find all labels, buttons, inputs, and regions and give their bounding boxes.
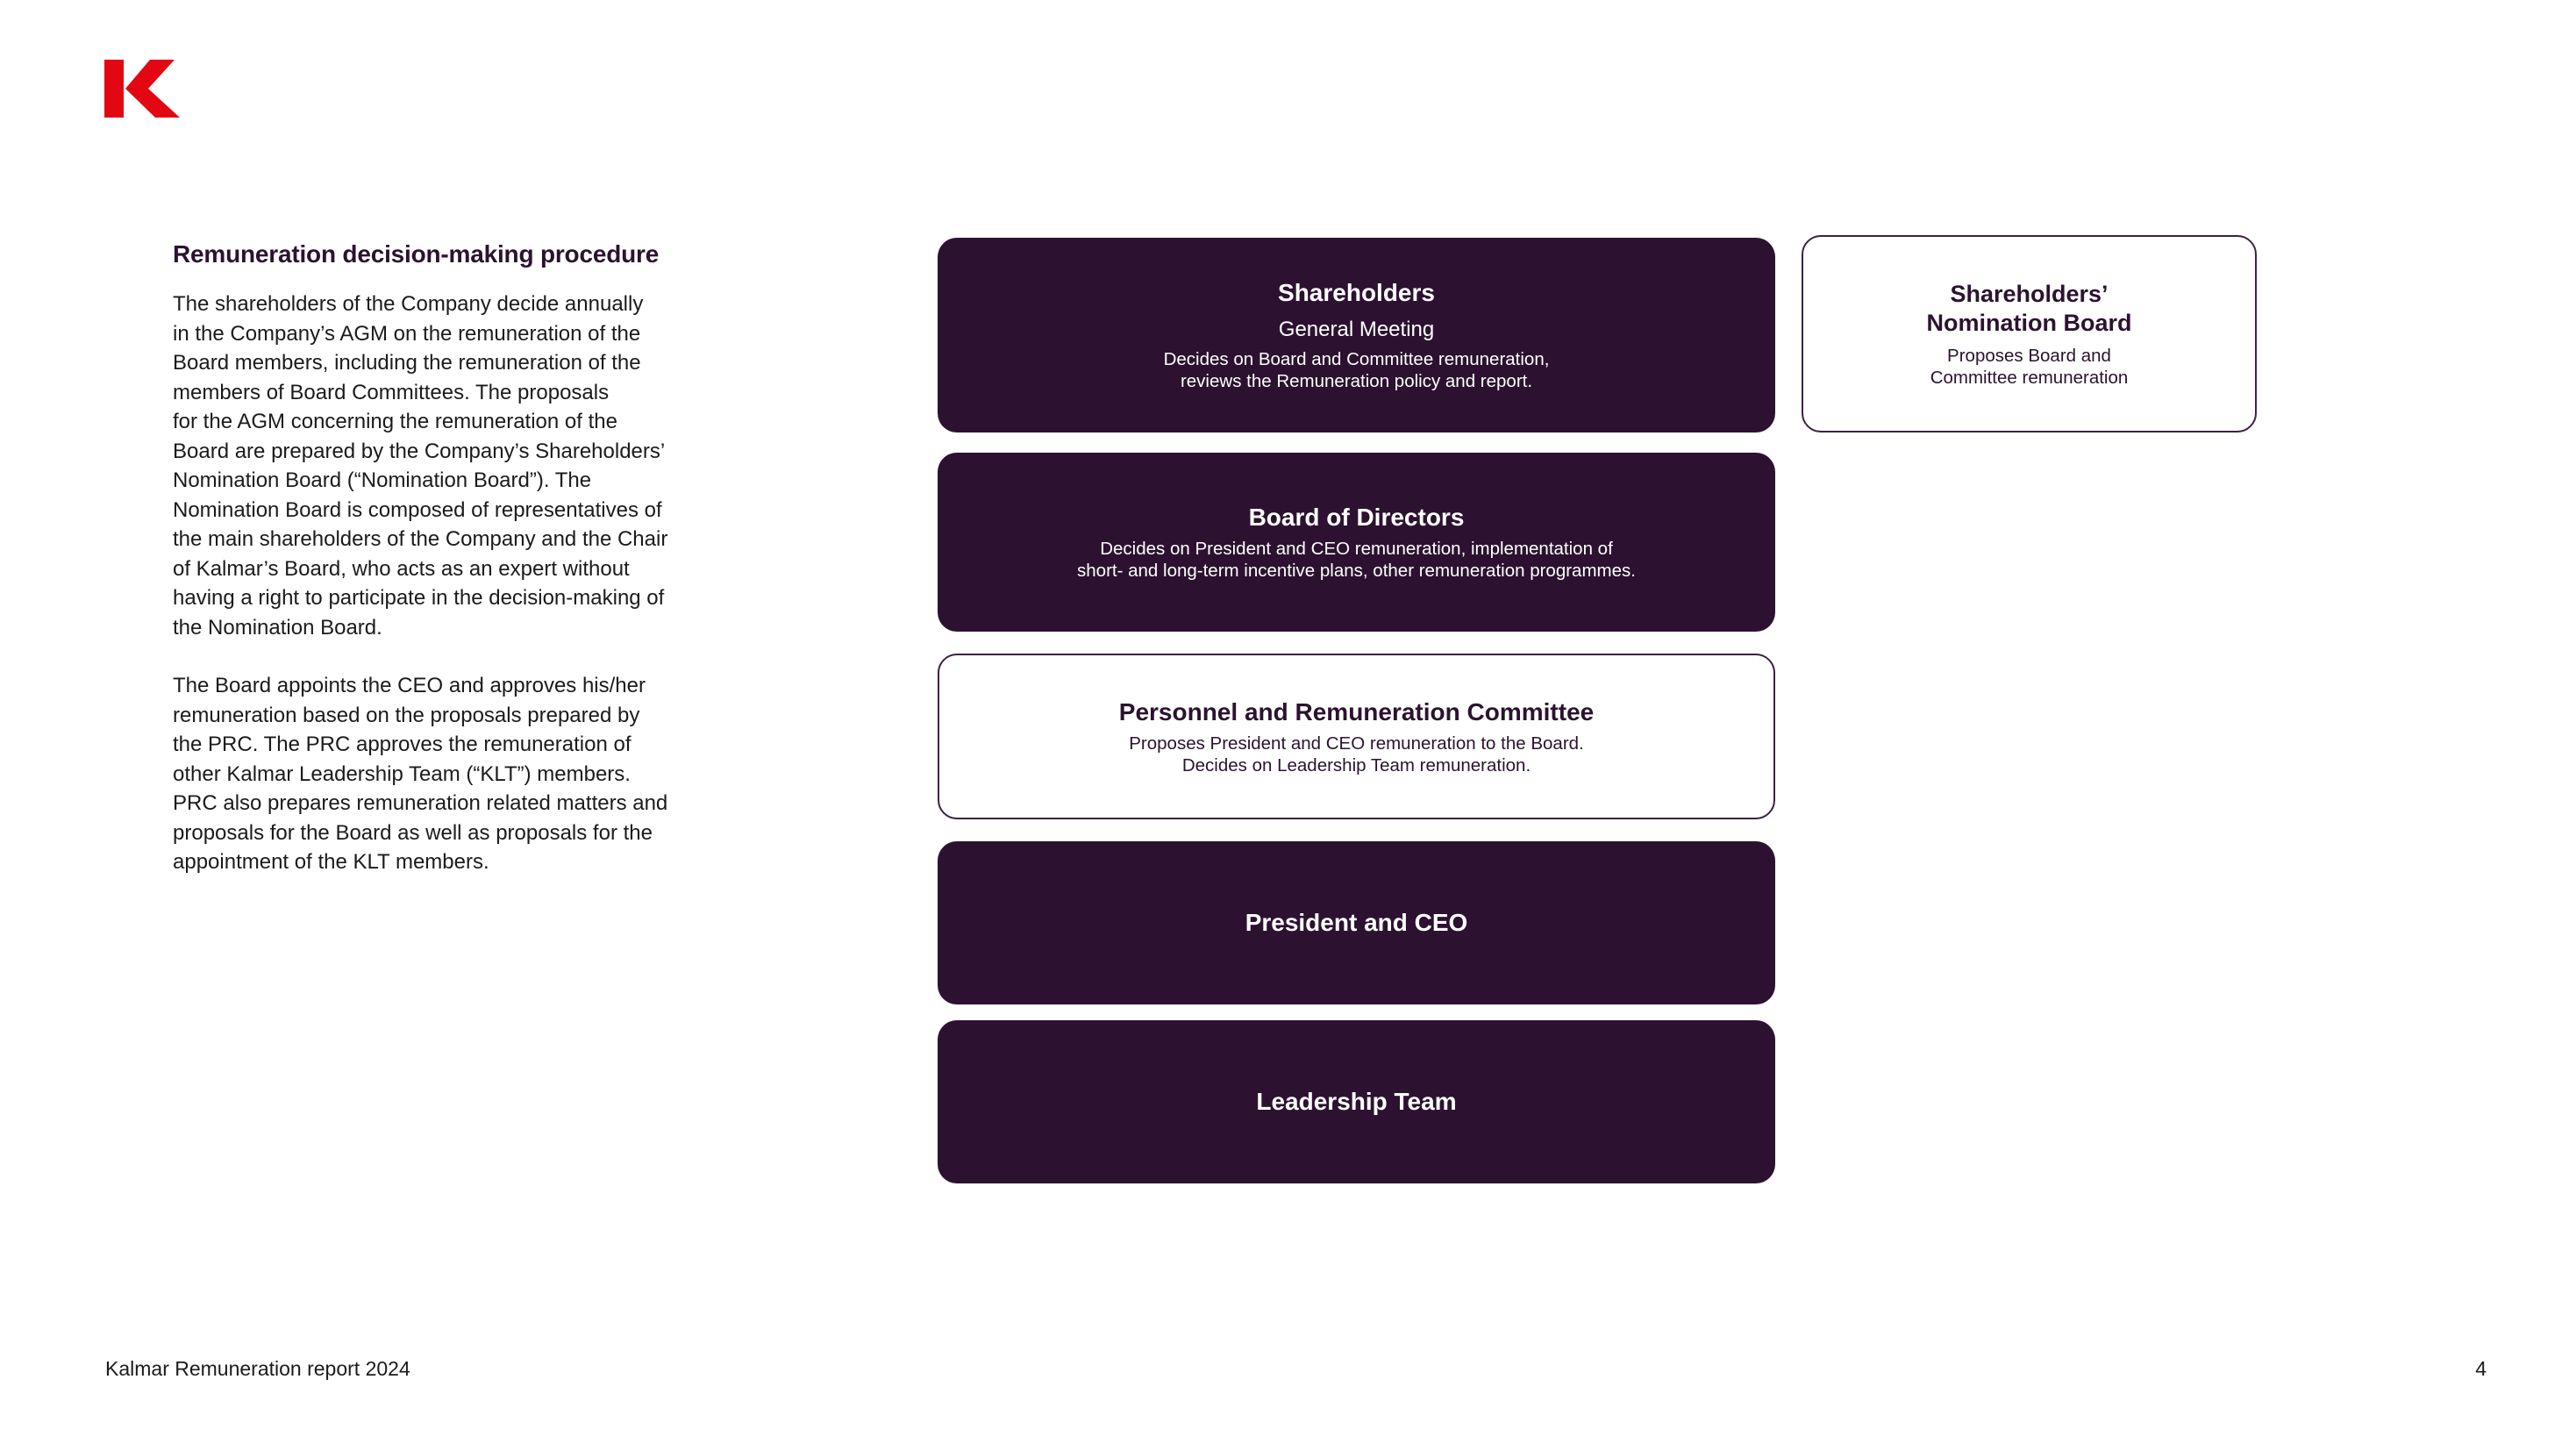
nomination-board-box: Shareholders’ Nomination Board Proposes … xyxy=(1802,235,2257,432)
board-of-directors-description: Decides on President and CEO remuneratio… xyxy=(1077,539,1636,581)
shareholders-description: Decides on Board and Committee remunerat… xyxy=(1163,349,1550,391)
intro-section: Remuneration decision-making procedure T… xyxy=(173,239,717,877)
president-ceo-box: President and CEO xyxy=(938,841,1775,1004)
president-ceo-title: President and CEO xyxy=(1245,909,1468,936)
footer-report-title: Kalmar Remuneration report 2024 xyxy=(105,1357,410,1380)
intro-paragraph-2: The Board appoints the CEO and approves … xyxy=(173,674,668,874)
nomination-board-description: Proposes Board and Committee remuneratio… xyxy=(1930,345,2129,388)
page-number: 4 xyxy=(2475,1357,2487,1380)
shareholders-subtitle: General Meeting xyxy=(1278,318,1435,341)
nomination-board-title: Shareholders’ Nomination Board xyxy=(1926,280,2132,336)
leadership-team-title: Leadership Team xyxy=(1256,1088,1457,1115)
board-of-directors-title: Board of Directors xyxy=(1248,504,1465,531)
kalmar-logo-icon xyxy=(104,60,180,118)
leadership-team-box: Leadership Team xyxy=(938,1020,1775,1183)
prc-box: Personnel and Remuneration Committee Pro… xyxy=(938,654,1775,819)
section-heading: Remuneration decision-making procedure xyxy=(173,240,660,268)
shareholders-title: Shareholders xyxy=(1278,279,1435,306)
prc-title: Personnel and Remuneration Committee xyxy=(1118,697,1595,726)
intro-paragraph-1: The shareholders of the Company decide a… xyxy=(173,292,668,640)
board-of-directors-box: Board of Directors Decides on President … xyxy=(938,453,1775,632)
prc-description: Proposes President and CEO remuneration … xyxy=(1129,733,1584,776)
shareholders-box: Shareholders General Meeting Decides on … xyxy=(938,238,1775,432)
